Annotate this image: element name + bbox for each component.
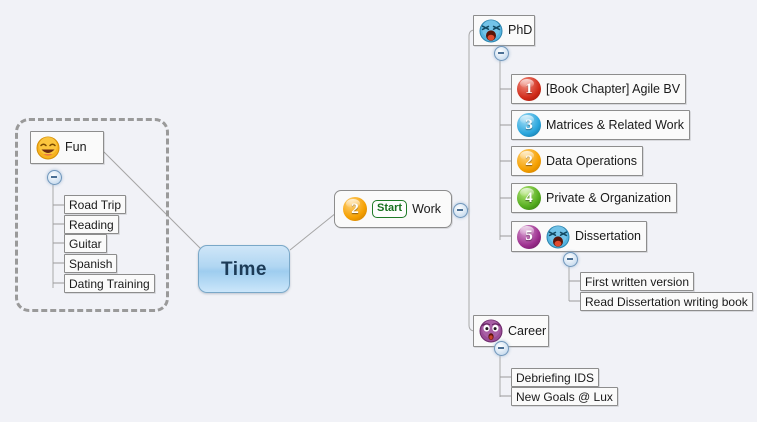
node-career-label: Career bbox=[508, 323, 547, 338]
branch-node-work-label: Work bbox=[412, 201, 441, 216]
start-badge: Start bbox=[372, 200, 408, 218]
priority-icon-4: 4 bbox=[517, 186, 541, 210]
node-dissertation[interactable]: 5 Dissertation bbox=[511, 221, 647, 252]
root-node-time[interactable]: Time bbox=[198, 245, 290, 293]
branch-node-work[interactable]: 2 Start Work bbox=[334, 190, 452, 228]
leaf-dating-training[interactable]: Dating Training bbox=[64, 274, 155, 293]
priority-icon-1: 1 bbox=[517, 77, 541, 101]
leaf-reading[interactable]: Reading bbox=[64, 215, 119, 234]
leaf-road-trip[interactable]: Road Trip bbox=[64, 195, 127, 214]
node-data-operations-label: Data Operations bbox=[546, 153, 638, 168]
leaf-guitar-label: Guitar bbox=[69, 236, 102, 251]
node-matrices-related-work[interactable]: 3 Matrices & Related Work bbox=[511, 110, 691, 140]
leaf-dating-training-label: Dating Training bbox=[69, 276, 150, 291]
branch-node-fun[interactable]: Fun bbox=[30, 131, 104, 164]
priority-icon-2: 2 bbox=[343, 197, 367, 221]
leaf-first-written-version[interactable]: First written version bbox=[580, 272, 695, 291]
node-dissertation-label: Dissertation bbox=[575, 229, 641, 244]
node-book-chapter-agile-bv[interactable]: 1 [Book Chapter] Agile BV bbox=[511, 74, 687, 104]
leaf-new-goals-lux[interactable]: New Goals @ Lux bbox=[511, 387, 618, 406]
shocked-face-icon bbox=[479, 319, 503, 343]
leaf-debriefing-ids[interactable]: Debriefing IDS bbox=[511, 368, 600, 387]
collapse-toggle-phd[interactable] bbox=[494, 46, 509, 61]
node-private-organization-label: Private & Organization bbox=[546, 190, 672, 205]
node-phd-label: PhD bbox=[508, 23, 533, 38]
leaf-first-written-version-label: First written version bbox=[585, 274, 690, 289]
priority-icon-3: 3 bbox=[517, 113, 541, 137]
leaf-read-dissertation-writing-book-label: Read Dissertation writing book bbox=[585, 294, 748, 309]
node-matrices-related-work-label: Matrices & Related Work bbox=[546, 117, 685, 132]
node-data-operations[interactable]: 2 Data Operations bbox=[511, 146, 644, 176]
fun-group-boundary bbox=[15, 118, 169, 312]
collapse-toggle-fun[interactable] bbox=[47, 170, 62, 185]
leaf-new-goals-lux-label: New Goals @ Lux bbox=[516, 389, 613, 404]
leaf-reading-label: Reading bbox=[69, 217, 114, 232]
collapse-toggle-work[interactable] bbox=[453, 203, 468, 218]
leaf-read-dissertation-writing-book[interactable]: Read Dissertation writing book bbox=[580, 292, 753, 311]
collapse-toggle-career[interactable] bbox=[494, 341, 509, 356]
root-node-label: Time bbox=[220, 258, 267, 280]
yelling-face-icon bbox=[546, 225, 570, 248]
yelling-face-icon bbox=[479, 19, 503, 42]
node-private-organization[interactable]: 4 Private & Organization bbox=[511, 183, 678, 213]
node-book-chapter-agile-bv-label: [Book Chapter] Agile BV bbox=[546, 81, 681, 96]
leaf-road-trip-label: Road Trip bbox=[69, 197, 122, 212]
node-career[interactable]: Career bbox=[473, 315, 549, 347]
collapse-toggle-dissertation[interactable] bbox=[563, 252, 578, 267]
priority-icon-2: 2 bbox=[517, 149, 541, 173]
priority-icon-5: 5 bbox=[517, 224, 541, 249]
branch-node-fun-label: Fun bbox=[65, 140, 87, 155]
node-phd[interactable]: PhD bbox=[473, 15, 535, 46]
leaf-debriefing-ids-label: Debriefing IDS bbox=[516, 370, 595, 385]
leaf-spanish-label: Spanish bbox=[69, 256, 113, 271]
leaf-spanish[interactable]: Spanish bbox=[64, 254, 118, 273]
leaf-guitar[interactable]: Guitar bbox=[64, 234, 107, 253]
laughing-face-icon bbox=[36, 136, 60, 159]
